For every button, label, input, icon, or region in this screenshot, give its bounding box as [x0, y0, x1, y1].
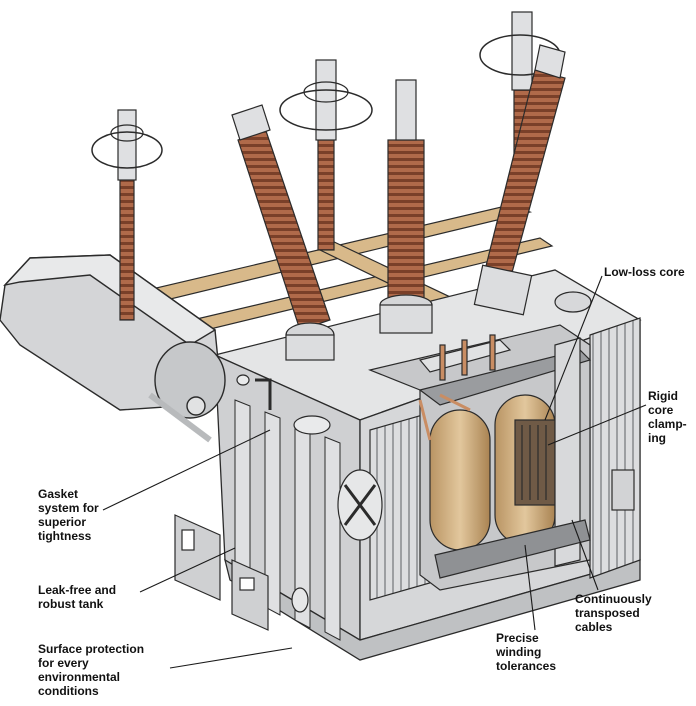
leader-gasket — [102, 429, 271, 511]
conservator-tank — [0, 254, 226, 443]
label-surface-protection: Surface protection for every environment… — [38, 642, 145, 698]
tank-stiffeners — [234, 399, 341, 641]
leader-lines — [102, 275, 647, 669]
label-gasket-system: Gasket system for superior tightness — [38, 487, 99, 543]
leader-low-loss-core — [544, 275, 603, 421]
label-rigid-core-clamping: Rigid core clamp- ing — [648, 389, 687, 445]
leader-surface — [169, 647, 293, 669]
leader-precise — [524, 544, 536, 631]
label-precise-winding: Precise winding tolerances — [496, 631, 557, 673]
leader-leak-free — [139, 547, 236, 593]
top-fittings — [236, 374, 331, 435]
control-cabinets — [174, 514, 309, 631]
cutaway-interior — [368, 291, 592, 591]
label-transposed-cables: Continuously transposed cables — [575, 592, 652, 634]
leader-rigid-clamping — [547, 404, 647, 446]
bushings — [91, 11, 566, 361]
leader-ctc — [571, 519, 599, 591]
label-leak-free-tank: Leak-free and robust tank — [38, 583, 117, 611]
label-low-loss-core: Low-loss core — [604, 265, 685, 279]
